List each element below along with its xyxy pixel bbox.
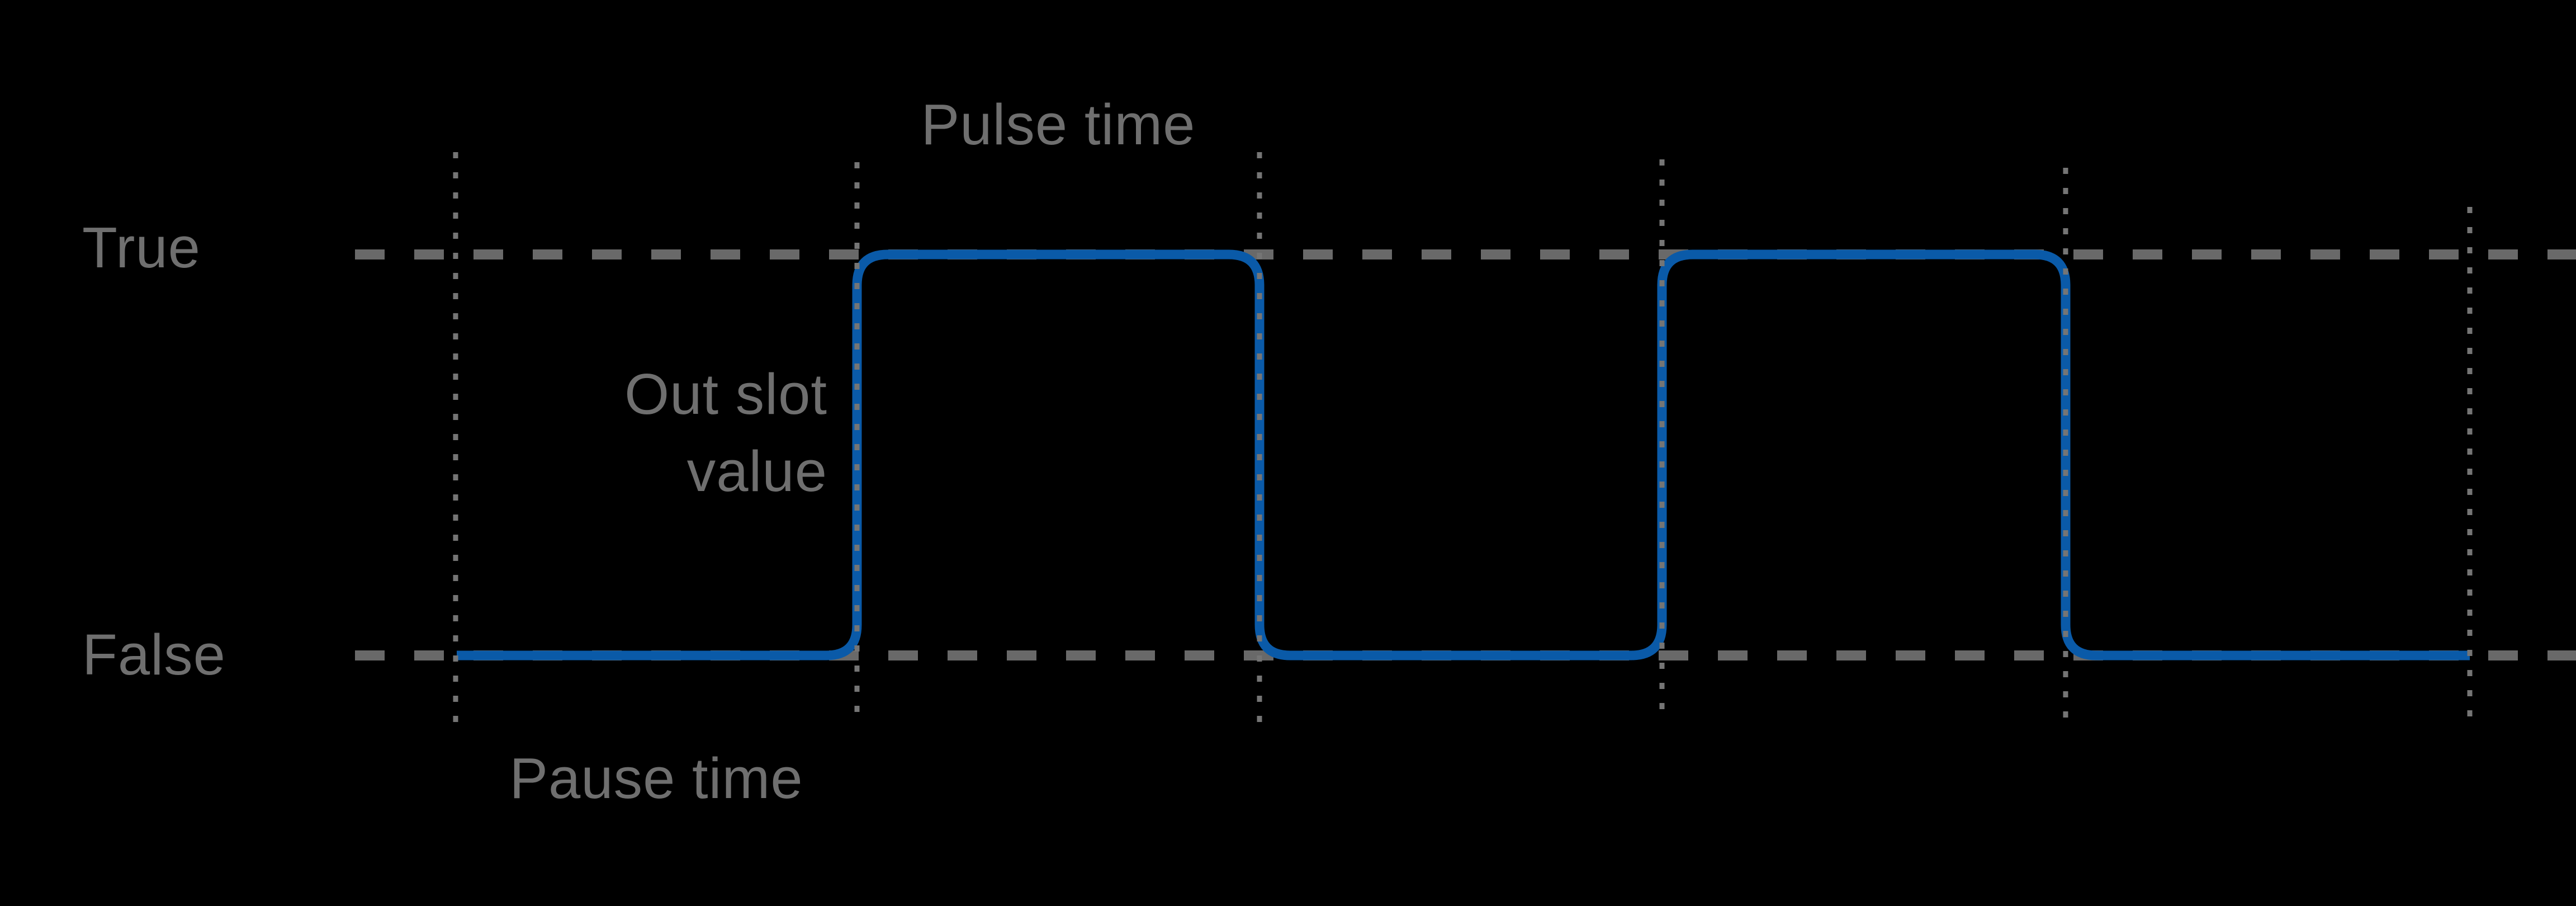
pause-time-label: Pause time — [509, 746, 803, 810]
pulse-time-label: Pulse time — [921, 92, 1196, 157]
time-boundary-lines — [453, 152, 2473, 723]
out-slot-value-label-line1: Out slot — [624, 362, 827, 426]
out-slot-value-label-line2: value — [687, 439, 827, 503]
true-level-label: True — [82, 215, 201, 280]
false-level-label: False — [82, 622, 226, 687]
diagram-labels: True False Pulse time Pause time Out slo… — [82, 92, 1195, 810]
